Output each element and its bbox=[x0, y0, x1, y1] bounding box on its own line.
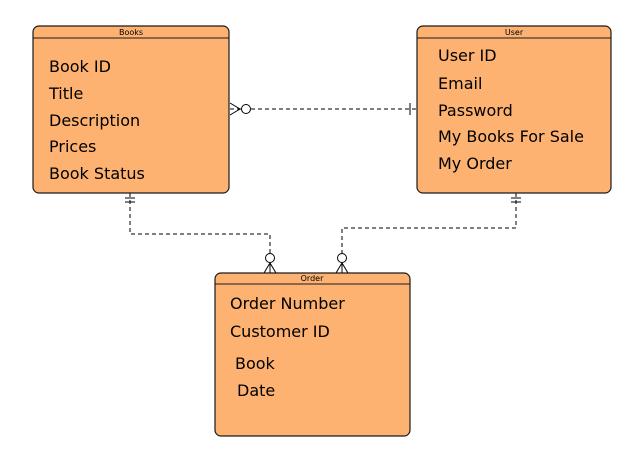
attribute: Customer ID bbox=[230, 322, 330, 341]
zero-optional-icon bbox=[265, 253, 275, 263]
attribute: Book ID bbox=[49, 57, 111, 76]
entity-title: User bbox=[505, 28, 524, 37]
relationship-line bbox=[129, 193, 271, 254]
attribute: Book bbox=[235, 354, 276, 373]
relationship-user-order bbox=[335, 193, 521, 274]
entity-title: Books bbox=[119, 28, 143, 37]
entity-box bbox=[214, 272, 411, 437]
crows-foot-many-icon bbox=[229, 102, 241, 116]
attribute: Password bbox=[438, 101, 513, 120]
entity-box bbox=[32, 25, 230, 194]
zero-optional-icon bbox=[241, 104, 251, 114]
entity-order[interactable]: Order Order Number Customer ID Book Date bbox=[214, 272, 411, 437]
attribute: Order Number bbox=[230, 294, 345, 313]
attribute: My Books For Sale bbox=[438, 127, 584, 146]
entity-title: Order bbox=[301, 274, 324, 283]
entity-books[interactable]: Books Book ID Title Description Prices B… bbox=[32, 25, 230, 194]
attribute: Date bbox=[237, 381, 275, 400]
relationship-line bbox=[341, 193, 517, 254]
attribute: Title bbox=[48, 84, 83, 103]
attribute: My Order bbox=[438, 154, 512, 173]
attribute: User ID bbox=[438, 46, 497, 65]
attribute: Prices bbox=[49, 137, 96, 156]
relationship-books-order bbox=[125, 193, 277, 274]
entity-box bbox=[416, 25, 612, 194]
zero-optional-icon bbox=[337, 253, 347, 263]
entity-user[interactable]: User User ID Email Password My Books For… bbox=[416, 25, 612, 194]
attribute: Email bbox=[438, 74, 482, 93]
attribute: Description bbox=[49, 111, 140, 130]
attribute: Book Status bbox=[49, 164, 145, 183]
relationship-books-user bbox=[229, 102, 416, 116]
